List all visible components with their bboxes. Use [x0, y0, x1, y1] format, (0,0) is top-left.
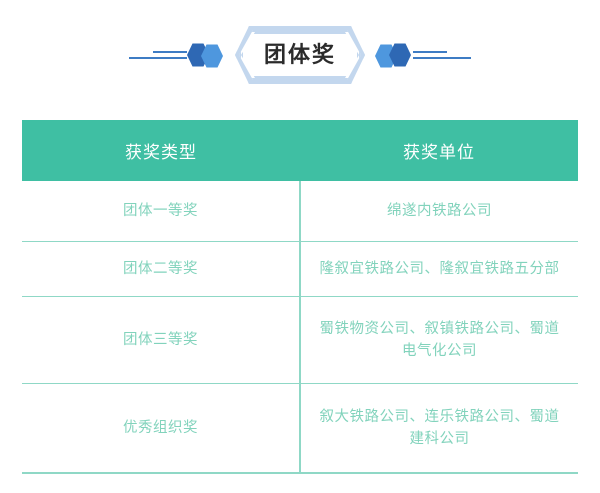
- decoration-left: [125, 42, 225, 68]
- table-body: 团体一等奖 绵遂内铁路公司 团体二等奖 隆叙宜铁路公司、隆叙宜铁路五分部 团体三…: [22, 181, 578, 474]
- table-header: 获奖类型 获奖单位: [22, 120, 578, 181]
- column-header-award-type: 获奖类型: [22, 120, 300, 181]
- page-title: 团体奖: [263, 42, 336, 67]
- column-header-award-unit: 获奖单位: [300, 120, 578, 181]
- table-header-row: 获奖类型 获奖单位: [22, 120, 578, 181]
- cell-line: 叙大铁路公司、连乐铁路公司、蜀道: [319, 408, 560, 425]
- hexagon-dark-icon: [389, 43, 411, 67]
- award-table-container: 获奖类型 获奖单位 团体一等奖 绵遂内铁路公司 团体二等奖 隆叙宜铁路公司、隆叙…: [22, 120, 578, 474]
- cell-award-type: 团体三等奖: [22, 296, 301, 384]
- cell-award-type: 团体一等奖: [22, 181, 301, 242]
- decoration-right: [375, 42, 475, 68]
- deco-line-short-right: [413, 51, 447, 53]
- cell-award-type: 团体二等奖: [22, 241, 301, 297]
- cell-line: 绵遂内铁路公司: [387, 202, 492, 219]
- title-frame: 团体奖: [235, 26, 365, 84]
- cell-line: 隆叙宜铁路公司、隆叙宜铁路五分部: [319, 260, 560, 277]
- deco-line-long-right: [413, 57, 471, 59]
- title-banner: 团体奖: [0, 0, 600, 110]
- cell-line: 蜀铁物资公司、叙镇铁路公司、蜀道: [319, 320, 560, 337]
- cell-line: 电气化公司: [402, 343, 477, 359]
- decoration-lines-left: [125, 47, 187, 63]
- decoration-lines-right: [413, 47, 475, 63]
- cell-award-type: 优秀组织奖: [22, 383, 301, 474]
- title-frame-fill: [241, 32, 359, 78]
- hexagon-pair-right-icon: [375, 42, 413, 68]
- table-row: 团体二等奖 隆叙宜铁路公司、隆叙宜铁路五分部: [22, 241, 578, 297]
- cell-award-unit: 叙大铁路公司、连乐铁路公司、蜀道 建科公司: [300, 383, 578, 474]
- cell-award-unit: 绵遂内铁路公司: [300, 181, 578, 242]
- hexagon-pair-left-icon: [187, 42, 225, 68]
- deco-line-long-left: [129, 57, 187, 59]
- hexagon-light-icon: [201, 44, 223, 68]
- cell-line: 建科公司: [409, 431, 470, 447]
- table-row: 团体三等奖 蜀铁物资公司、叙镇铁路公司、蜀道 电气化公司: [22, 296, 578, 384]
- cell-award-unit: 蜀铁物资公司、叙镇铁路公司、蜀道 电气化公司: [300, 296, 578, 384]
- table-row: 团体一等奖 绵遂内铁路公司: [22, 181, 578, 242]
- award-table: 获奖类型 获奖单位 团体一等奖 绵遂内铁路公司 团体二等奖 隆叙宜铁路公司、隆叙…: [22, 120, 578, 474]
- table-row: 优秀组织奖 叙大铁路公司、连乐铁路公司、蜀道 建科公司: [22, 383, 578, 474]
- deco-line-short-left: [153, 51, 187, 53]
- cell-award-unit: 隆叙宜铁路公司、隆叙宜铁路五分部: [300, 241, 578, 297]
